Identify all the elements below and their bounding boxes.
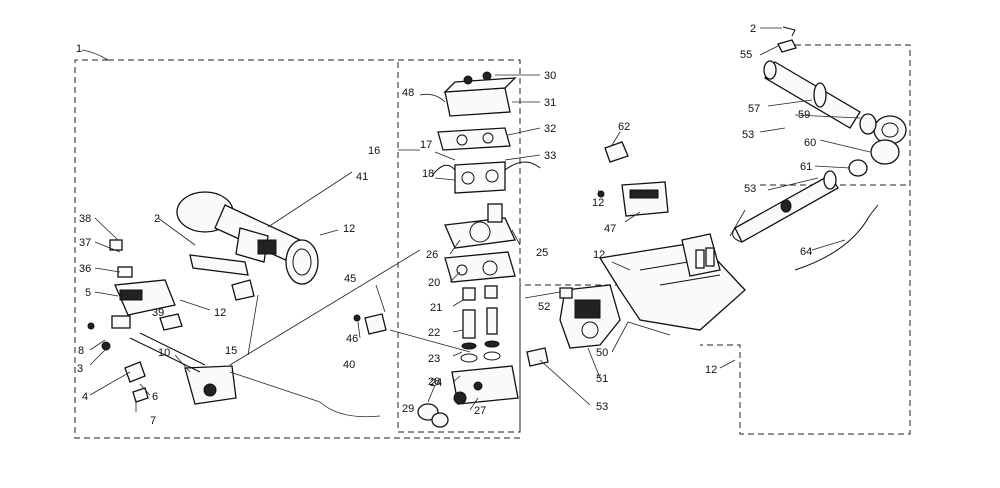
label-61: 61 — [800, 161, 812, 173]
label-33: 33 — [544, 150, 556, 162]
label-17: 17 — [420, 139, 432, 151]
label-51: 51 — [596, 373, 608, 385]
label-64: 64 — [800, 246, 812, 258]
label-41: 41 — [356, 171, 368, 183]
label-31: 31 — [544, 97, 556, 109]
leaders-right-center — [524, 131, 746, 406]
regulator-assembly — [526, 141, 746, 367]
label-2-top: 2 — [750, 23, 756, 35]
label-26: 26 — [426, 249, 438, 261]
label-52: 52 — [538, 301, 550, 313]
label-12-bracket: 12 — [593, 249, 605, 261]
label-46: 46 — [346, 333, 358, 345]
label-24: 24 — [430, 377, 442, 389]
burner-group-boundary — [700, 44, 911, 435]
label-8: 8 — [78, 345, 84, 357]
label-15: 15 — [225, 345, 237, 357]
label-55: 55 — [740, 49, 752, 61]
burner-tube-assembly — [732, 26, 907, 271]
label-30: 30 — [544, 70, 556, 82]
label-36: 36 — [79, 263, 91, 275]
label-45: 45 — [344, 273, 356, 285]
label-16: 16 — [368, 145, 380, 157]
part-labels: 1 2 2 3 4 5 6 7 8 10 12 12 12 12 12 15 1… — [76, 23, 816, 427]
label-28: 28 — [428, 376, 440, 388]
label-39: 39 — [152, 307, 164, 319]
label-12-left: 12 — [214, 307, 226, 319]
label-29: 29 — [402, 403, 414, 415]
control-assembly — [87, 239, 255, 405]
label-60: 60 — [804, 137, 816, 149]
label-20: 20 — [428, 277, 440, 289]
label-37: 37 — [79, 237, 91, 249]
label-62: 62 — [618, 121, 630, 133]
label-25: 25 — [536, 247, 548, 259]
pilot-burner-assembly — [176, 191, 319, 285]
label-12-regulator: 12 — [592, 197, 604, 209]
label-4: 4 — [82, 391, 88, 403]
label-3: 3 — [77, 363, 83, 375]
label-27: 27 — [474, 405, 486, 417]
label-22: 22 — [428, 327, 440, 339]
label-5: 5 — [85, 287, 91, 299]
label-38: 38 — [79, 213, 91, 225]
label-18: 18 — [422, 168, 434, 180]
label-23: 23 — [428, 353, 440, 365]
label-1: 1 — [76, 43, 82, 55]
label-50: 50 — [596, 347, 608, 359]
leaders-right — [759, 27, 871, 251]
label-47: 47 — [604, 223, 616, 235]
label-6: 6 — [152, 391, 158, 403]
label-32: 32 — [544, 123, 556, 135]
label-2-tube: 2 — [154, 213, 160, 225]
leaders-center — [357, 74, 541, 411]
label-21: 21 — [430, 302, 442, 314]
label-10: 10 — [158, 347, 170, 359]
label-53-tube: 53 — [744, 183, 756, 195]
label-12-bottom: 12 — [705, 364, 717, 376]
label-40: 40 — [343, 359, 355, 371]
label-53-top: 53 — [742, 129, 754, 141]
label-57: 57 — [748, 103, 760, 115]
label-59: 59 — [798, 109, 810, 121]
valve-group-boundary — [397, 59, 521, 433]
leader-1 — [81, 49, 109, 61]
label-53-bottom: 53 — [596, 401, 608, 413]
label-12-tube: 12 — [343, 223, 355, 235]
label-7: 7 — [150, 415, 156, 427]
gas-valve-stack — [353, 71, 541, 428]
leaders-left — [89, 171, 421, 418]
label-48: 48 — [402, 87, 414, 99]
